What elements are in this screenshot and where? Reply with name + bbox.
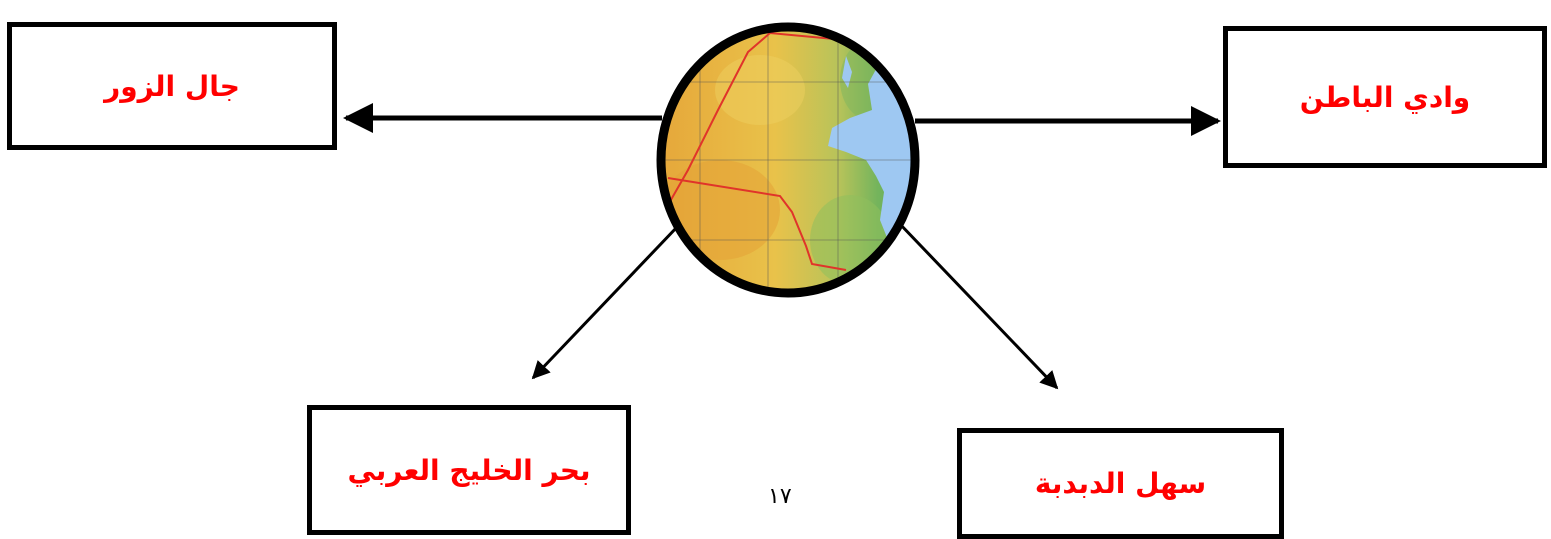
page-number: ١٧ [768,484,792,509]
box-jal-az-zor: جال الزور [7,22,337,150]
box-arabian-gulf-label: بحر الخليج العربي [347,453,591,487]
box-arabian-gulf: بحر الخليج العربي [307,405,631,535]
box-dibdibah-plain-label: سهل الدبدبة [1034,467,1207,500]
box-dibdibah-plain: سهل الدبدبة [957,428,1284,539]
arrow-to-bottom-right-box [896,220,1059,390]
box-wadi-al-batin: وادي الباطن [1223,26,1547,168]
box-wadi-al-batin-label: وادي الباطن [1299,80,1471,114]
arrow-to-bottom-left-box [531,224,680,380]
kuwait-map-globe [656,22,920,298]
box-jal-az-zor-label: جال الزور [104,69,240,103]
